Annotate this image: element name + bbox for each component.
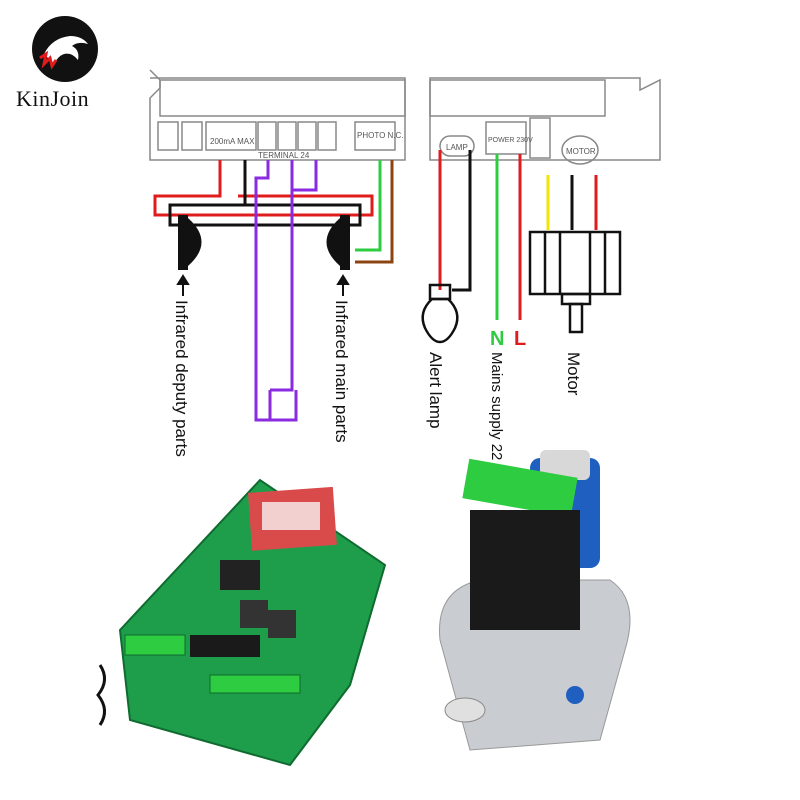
- gate-motor-photo: [439, 450, 631, 751]
- infrared-main-label: Infrared main parts: [332, 300, 351, 443]
- wires-infrared: [153, 160, 394, 422]
- infrared-deputy-label: Infrared deputy parts: [172, 300, 191, 457]
- alert-lamp-label: Alert lamp: [426, 352, 445, 429]
- infrared-deputy-sensor-icon: [178, 215, 202, 270]
- mains-supply-label: Mains supply 220V: [488, 352, 505, 460]
- wires-mains-motor: [438, 150, 598, 320]
- pcb-board-photo: [96, 478, 387, 767]
- terminal-group-label: TERMINAL 24: [258, 151, 310, 160]
- control-board-left: [149, 69, 406, 161]
- lamp-terminal-label: LAMP: [446, 143, 468, 152]
- alert-lamp-icon: [421, 283, 459, 344]
- live-label: L: [514, 328, 526, 350]
- photo-nc-label: PHOTO N.C.: [357, 131, 404, 140]
- wiring-schematic: 200mA MAX TERMINAL 24 PHOTO N.C. LAMP PO…: [149, 69, 661, 460]
- power-terminal-label: POWER 230V: [488, 137, 533, 144]
- brand-name: KinJoin: [16, 86, 90, 111]
- infrared-main-sensor-icon: [326, 215, 350, 270]
- neutral-label: N: [490, 328, 504, 350]
- arrow-icon: [176, 274, 350, 296]
- power-out-label: 200mA MAX: [210, 137, 255, 146]
- eagle-logo-icon: [32, 16, 98, 82]
- motor-icon: [528, 230, 622, 334]
- control-board-right: [429, 77, 661, 165]
- motor-label: Motor: [564, 352, 583, 396]
- motor-terminal-label: MOTOR: [566, 147, 596, 156]
